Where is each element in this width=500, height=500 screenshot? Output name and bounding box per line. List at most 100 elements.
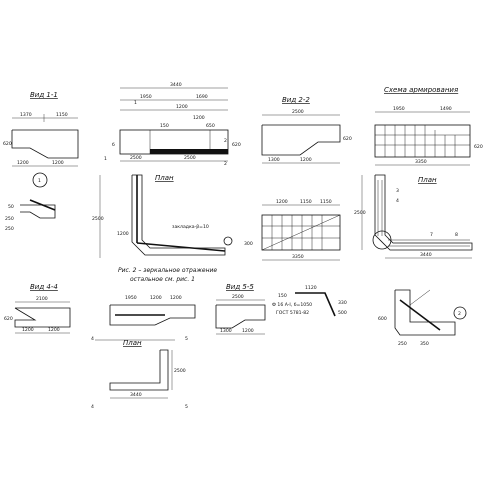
section-lower-dim: 1200 bbox=[150, 295, 162, 301]
detail-2-dim-3: 250 bbox=[398, 341, 407, 347]
section-middle-dim-1: 1200 bbox=[276, 199, 288, 205]
section-middle-outline bbox=[261, 214, 341, 251]
reinforcement-scheme: Схема армирования 1950 1490 3350 620 bbox=[374, 86, 483, 166]
view-5-5-title: Вид 5-5 bbox=[226, 283, 254, 291]
detail-1-label: 1 bbox=[38, 178, 41, 184]
scheme-dim-4: 620 bbox=[474, 144, 483, 150]
front-view: 3440 1950 1690 1200 1200 150 650 2500 25… bbox=[104, 82, 241, 167]
front-dim-6: 150 bbox=[160, 123, 169, 129]
detail-1-dim-3: 250 bbox=[5, 226, 14, 232]
front-dim-3: 1690 bbox=[196, 94, 208, 100]
plan-right-pos: 4 bbox=[396, 198, 399, 204]
plan-main-rebar bbox=[136, 242, 226, 252]
plan-right-pos: 8 bbox=[455, 232, 458, 238]
section-middle-dim-4: 3350 bbox=[292, 254, 304, 260]
front-dim-7: 650 bbox=[206, 123, 215, 129]
section-middle-grid bbox=[261, 214, 341, 251]
detail-1-rebar bbox=[29, 199, 56, 211]
detail-2-dim-2: 350 bbox=[420, 341, 429, 347]
plan-bottom-dim-1: 3440 bbox=[130, 392, 142, 398]
view-2-2-outline bbox=[261, 124, 341, 156]
detail-2-rebar bbox=[399, 299, 441, 331]
bent-bar-dim-2: 330 bbox=[338, 300, 347, 306]
plan-right-dim-1: 2500 bbox=[354, 210, 366, 216]
scheme-outline bbox=[374, 124, 471, 158]
plan-right-dim-2: 3440 bbox=[420, 252, 432, 258]
section-middle-dim-5: 300 bbox=[244, 241, 253, 247]
front-cut-mark: 1 bbox=[134, 100, 137, 106]
front-dim-5: 1200 bbox=[193, 115, 205, 121]
view-5-5: Вид 5-5 2500 1300 1200 bbox=[215, 283, 266, 335]
view-2-2-dim-2: 1300 bbox=[268, 157, 280, 163]
view-4-4-outline bbox=[14, 307, 71, 328]
view-1-1-outline bbox=[11, 129, 79, 159]
caption-line-2: остальное см. рис. 1 bbox=[130, 276, 195, 283]
front-cut-mark: 2 bbox=[224, 161, 227, 167]
view-5-5-dim-3: 1200 bbox=[242, 328, 254, 334]
figure-caption: Рис. 2 – зеркальное отражение остальное … bbox=[118, 267, 217, 283]
view-5-5-dim-1: 2500 bbox=[232, 294, 244, 300]
detail-2-marker bbox=[453, 306, 467, 320]
plan-bottom-cut: 4 bbox=[91, 404, 94, 410]
view-4-4-dim-3: 1200 bbox=[48, 327, 60, 333]
view-4-4-dim-4: 620 bbox=[4, 316, 13, 322]
plan-bottom-title: План bbox=[123, 339, 142, 347]
front-label: б bbox=[112, 142, 115, 148]
section-middle: 1200 1150 1150 3350 300 bbox=[244, 199, 341, 261]
bent-bar-dim-4: 500 bbox=[338, 310, 347, 316]
section-lower-dim: 1200 bbox=[170, 295, 182, 301]
view-2-2-dim-4: 620 bbox=[343, 136, 352, 142]
front-cut-mark: 2 bbox=[224, 138, 227, 144]
view-4-4-dim-2: 1200 bbox=[22, 327, 34, 333]
plan-main: План 2500 1200 закладка-β=10 bbox=[92, 174, 233, 258]
view-5-5-dim-2: 1300 bbox=[220, 328, 232, 334]
front-dim-9: 2500 bbox=[184, 155, 196, 161]
plan-main-dim-2: 1200 bbox=[117, 231, 129, 237]
plan-bottom-outline bbox=[109, 349, 169, 391]
front-cut-mark: 1 bbox=[104, 156, 107, 162]
detail-2-dim-1: 600 bbox=[378, 316, 387, 322]
scheme-dim-2: 1490 bbox=[440, 106, 452, 112]
detail-1: 1 50 250 250 bbox=[5, 172, 56, 232]
plan-main-note: закладка-β=10 bbox=[172, 224, 209, 230]
plan-main-callout bbox=[223, 236, 233, 246]
view-1-1-dim-4: 1200 bbox=[52, 160, 64, 166]
detail-1-marker bbox=[32, 172, 48, 188]
bent-bar-note-2: ГОСТ 5781-82 bbox=[276, 310, 309, 316]
view-4-4: Вид 4-4 2100 1200 1200 620 bbox=[4, 283, 71, 334]
caption-line-1: Рис. 2 – зеркальное отражение bbox=[118, 267, 217, 274]
view-2-2-dim-1: 2500 bbox=[292, 109, 304, 115]
view-1-1-dim-2: 1150 bbox=[56, 112, 68, 118]
plan-main-outline bbox=[131, 174, 226, 256]
plan-right-detail-circle bbox=[372, 230, 392, 250]
view-2-2: Вид 2-2 2500 1300 1200 620 bbox=[261, 96, 352, 164]
plan-right-title: План bbox=[418, 176, 437, 184]
view-5-5-outline bbox=[215, 304, 266, 329]
bent-bar-dim-3: 150 bbox=[278, 293, 287, 299]
scheme-rebar-grid bbox=[375, 125, 470, 157]
plan-main-dim-1: 2500 bbox=[92, 216, 104, 222]
view-2-2-dim-3: 1200 bbox=[300, 157, 312, 163]
plan-bottom-cut: 5 bbox=[185, 336, 188, 342]
detail-1-shape bbox=[20, 204, 56, 219]
bent-bar: 1120 330 150 500 Ф 16 A-I, б=1050 ГОСТ 5… bbox=[272, 285, 347, 317]
plan-bottom-dim-2: 2500 bbox=[174, 368, 186, 374]
front-dim-overall: 3440 bbox=[170, 82, 182, 88]
detail-2: 2 600 350 250 bbox=[378, 289, 467, 347]
detail-2-label: 2 bbox=[458, 311, 461, 317]
plan-right-pos: 7 bbox=[430, 232, 433, 238]
view-4-4-title: Вид 4-4 bbox=[30, 283, 58, 291]
plan-bottom: План 4 4 5 5 2500 3440 bbox=[91, 336, 188, 410]
front-base-plate bbox=[150, 149, 228, 154]
detail-1-dim-2: 250 bbox=[5, 216, 14, 222]
view-1-1-dim-5: 620 bbox=[3, 141, 12, 147]
section-middle-dim-2: 1150 bbox=[300, 199, 312, 205]
detail-1-dim-1: 50 bbox=[8, 204, 14, 210]
front-dim-8: 2500 bbox=[130, 155, 142, 161]
detail-2-outline bbox=[394, 289, 456, 336]
section-lower-outline bbox=[109, 304, 196, 326]
scheme-dim-1: 1950 bbox=[393, 106, 405, 112]
front-dim-10: 620 bbox=[232, 142, 241, 148]
bent-bar-dim-1: 1120 bbox=[305, 285, 317, 291]
